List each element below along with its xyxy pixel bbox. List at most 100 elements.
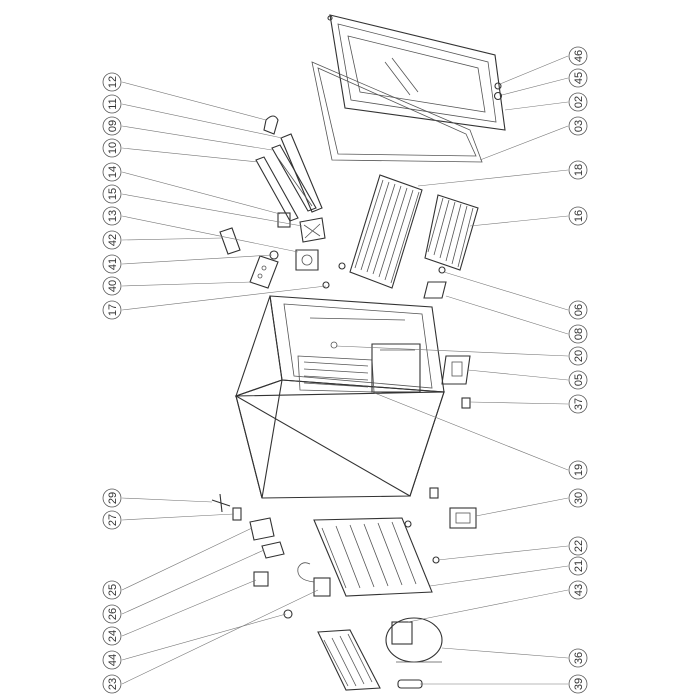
svg-text:27: 27 [107,514,119,526]
callout-17: 17 [102,300,122,320]
callout-37: 37 [568,394,588,414]
svg-text:23: 23 [107,678,119,690]
svg-text:02: 02 [573,96,585,108]
bracket-part-08 [423,281,447,299]
callout-11: 11 [102,94,122,114]
plate-part-42 [219,227,241,255]
callout-23: 23 [102,674,122,694]
svg-text:30: 30 [573,492,585,504]
compressor-part-36 [385,617,443,663]
callout-36: 36 [568,648,588,668]
rail-part-11 [280,133,323,213]
svg-text:09: 09 [107,120,119,132]
cross-part-29 [211,493,231,513]
lid-gasket [311,61,483,163]
callout-20: 20 [568,346,588,366]
callout-09: 09 [102,116,122,136]
svg-text:19: 19 [573,464,585,476]
svg-text:16: 16 [573,210,585,222]
clip-part-27 [232,507,242,521]
callout-13: 13 [102,206,122,226]
callout-21: 21 [568,556,588,576]
svg-text:17: 17 [107,304,119,316]
svg-text:37: 37 [573,398,585,410]
box-part-25 [249,517,275,541]
callout-08: 08 [568,324,588,344]
clip-part-12 [263,115,279,135]
callout-15: 15 [102,184,122,204]
fan-grille-part-39 [317,629,423,691]
svg-text:43: 43 [573,584,585,596]
callout-25: 25 [102,580,122,600]
svg-text:39: 39 [573,678,585,690]
svg-text:18: 18 [573,164,585,176]
screw-part-44 [283,609,293,619]
callout-27: 27 [102,510,122,530]
callout-05: 05 [568,370,588,390]
callout-46: 46 [568,46,588,66]
bracket-part-14 [277,212,291,228]
svg-text:46: 46 [573,50,585,62]
svg-text:41: 41 [107,258,119,270]
svg-text:45: 45 [573,72,585,84]
screw-part-17 [322,262,346,289]
callout-43: 43 [568,580,588,600]
svg-text:22: 22 [573,540,585,552]
lid-hinge-screws [327,15,503,101]
rail-part-10 [255,156,299,222]
callout-18: 18 [568,160,588,180]
cabinet-body [234,295,445,499]
callout-39: 39 [568,674,588,694]
leader-lines [121,55,569,685]
svg-text:11: 11 [107,98,119,109]
wire-shelf-small [424,194,479,271]
callout-26: 26 [102,604,122,624]
switch-part-30 [449,507,477,529]
callout-19: 19 [568,460,588,480]
svg-text:06: 06 [573,304,585,316]
callout-12: 12 [102,72,122,92]
callout-16: 16 [568,206,588,226]
plate-part-26 [261,541,285,559]
svg-text:21: 21 [573,560,585,572]
svg-text:44: 44 [107,654,119,666]
callout-41: 41 [102,254,122,274]
callout-14: 14 [102,162,122,182]
svg-text:40: 40 [107,280,119,292]
callouts-right: 46 45 02 03 18 16 06 08 20 05 37 19 30 2… [568,46,588,694]
wire-shelf-large [349,174,423,289]
screw-part-37 [461,397,471,409]
callout-22: 22 [568,536,588,556]
callout-40: 40 [102,276,122,296]
callout-44: 44 [102,650,122,670]
callout-02: 02 [568,92,588,112]
svg-text:25: 25 [107,584,119,596]
svg-text:20: 20 [573,350,585,362]
callout-29: 29 [102,488,122,508]
callout-24: 24 [102,626,122,646]
fitting-part-22 [404,520,440,564]
control-panel-part-40 [249,255,279,289]
thermostat-part-23 [297,562,331,597]
svg-text:13: 13 [107,210,119,222]
svg-text:08: 08 [573,328,585,340]
svg-text:29: 29 [107,492,119,504]
svg-text:12: 12 [107,76,119,88]
condenser-coil-part-21 [313,517,433,597]
callout-03: 03 [568,116,588,136]
callouts-left: 12 11 09 10 14 15 13 42 41 40 17 29 27 2… [102,72,122,694]
lid-frame [329,14,506,131]
svg-text:26: 26 [107,608,119,620]
plate-part-05 [441,355,471,385]
svg-text:42: 42 [107,234,119,246]
callout-42: 42 [102,230,122,250]
screw-part-06 [438,266,446,274]
callout-45: 45 [568,68,588,88]
svg-text:24: 24 [107,630,119,642]
svg-text:36: 36 [573,652,585,664]
callout-10: 10 [102,138,122,158]
svg-text:05: 05 [573,374,585,386]
rail-part-09 [271,144,317,212]
fan-part-15 [299,217,326,243]
